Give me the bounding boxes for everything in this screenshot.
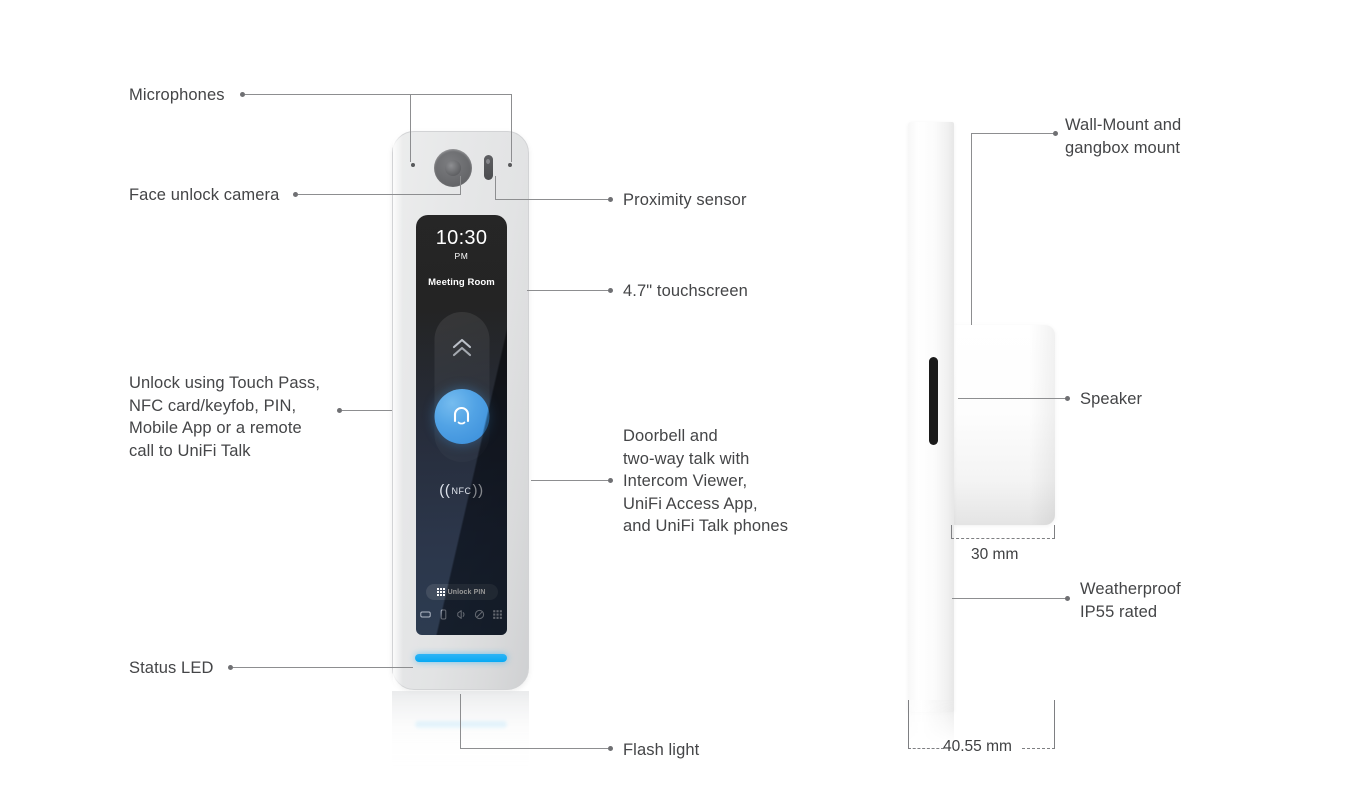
leader-line-microphone-left	[410, 94, 411, 162]
clock: 10:30 PM	[416, 227, 507, 261]
leader-dot-touchscreen	[608, 288, 613, 293]
doorbell-button[interactable]	[434, 389, 489, 444]
dim-label-30mm: 30 mm	[971, 546, 1019, 563]
leader-dot-speaker	[1065, 396, 1070, 401]
face-unlock-camera	[434, 149, 472, 187]
label-proximity-sensor: Proximity sensor	[623, 191, 747, 209]
keypad-icon[interactable]	[492, 607, 503, 625]
speaker-slot	[929, 357, 938, 445]
side-view-reflection	[908, 700, 954, 744]
leader-line-unlock-methods	[342, 410, 392, 411]
status-led-bar	[414, 654, 507, 662]
leader-dot-unlock-methods	[337, 408, 342, 413]
gangbox-mount-body	[951, 325, 1055, 525]
leader-line-microphones	[245, 94, 512, 95]
touch-pass-icon[interactable]	[474, 607, 485, 625]
label-doorbell: Doorbell and two-way talk with Intercom …	[623, 427, 789, 535]
nfc-arc-left: ((	[439, 482, 451, 499]
speaker-talk-icon[interactable]	[456, 607, 467, 625]
label-weatherproof: Weatherproof IP55 rated	[1080, 580, 1181, 621]
label-flash-light: Flash light	[623, 741, 700, 759]
leader-line-wallmount-vertical	[971, 133, 972, 325]
leader-dot-doorbell	[608, 478, 613, 483]
leader-line-wallmount	[971, 133, 1054, 134]
leader-line-proximity-drop	[495, 176, 496, 199]
label-unlock-methods: Unlock using Touch Pass, NFC card/keyfob…	[129, 374, 321, 460]
leader-line-flash-drop	[460, 694, 461, 748]
leader-line-camera-drop	[460, 176, 461, 195]
unlock-pin-button[interactable]: Unlock PIN	[425, 584, 498, 600]
label-status-led: Status LED	[129, 659, 214, 677]
intercom-front-view: 10:30 PM Meeting Room	[392, 131, 529, 690]
dim-line-4055-right	[1022, 748, 1055, 749]
proximity-sensor	[484, 155, 493, 180]
leader-dot-status-led	[228, 665, 233, 670]
microphone-left	[411, 163, 415, 167]
leader-line-doorbell	[531, 480, 608, 481]
dim-line-30mm	[951, 538, 1055, 539]
microphone-right	[508, 163, 512, 167]
leader-line-weatherproof	[952, 598, 1066, 599]
keypad-grid-icon	[437, 588, 445, 596]
leader-line-status-led	[233, 667, 413, 668]
leader-dot-proximity	[608, 197, 613, 202]
dim-tick-4055-left	[908, 700, 909, 748]
leader-line-camera	[298, 194, 461, 195]
leader-line-flash	[460, 748, 608, 749]
dim-tick-30mm-left	[951, 525, 952, 539]
leader-dot-weatherproof	[1065, 596, 1070, 601]
dim-tick-30mm-right	[1054, 525, 1055, 539]
label-wall-mount: Wall-Mount and gangbox mount	[1065, 116, 1182, 157]
label-touchscreen: 4.7" touchscreen	[623, 282, 748, 300]
bell-icon	[449, 401, 475, 432]
touchscreen-display[interactable]: 10:30 PM Meeting Room	[416, 215, 507, 635]
label-speaker: Speaker	[1080, 390, 1143, 408]
leader-dot-microphones	[240, 92, 245, 97]
card-icon[interactable]	[420, 607, 431, 625]
leader-line-proximity	[495, 199, 608, 200]
room-name: Meeting Room	[428, 277, 495, 288]
leader-dot-flash	[608, 746, 613, 751]
screen-bottom-icon-row	[416, 607, 507, 625]
dim-tick-4055-right	[1054, 700, 1055, 748]
dim-label-4055mm: 40.55 mm	[943, 738, 1012, 755]
nfc-arc-right: ))	[472, 482, 484, 499]
label-microphones: Microphones	[129, 86, 225, 104]
label-face-unlock-camera: Face unlock camera	[129, 186, 280, 204]
leader-line-touchscreen	[527, 290, 608, 291]
leader-line-speaker	[958, 398, 1066, 399]
leader-line-microphone-right	[511, 94, 512, 162]
clock-time: 10:30	[435, 227, 488, 249]
double-chevron-up-icon	[449, 336, 475, 362]
leader-dot-camera	[293, 192, 298, 197]
leader-dot-wallmount	[1053, 131, 1058, 136]
dim-line-4055-left	[908, 748, 944, 749]
nfc-indicator: (( NFC ))	[416, 483, 507, 498]
phone-icon[interactable]	[438, 607, 449, 625]
nfc-label: NFC	[451, 485, 472, 496]
unlock-pin-label: Unlock PIN	[447, 588, 486, 596]
clock-ampm: PM	[454, 251, 469, 261]
